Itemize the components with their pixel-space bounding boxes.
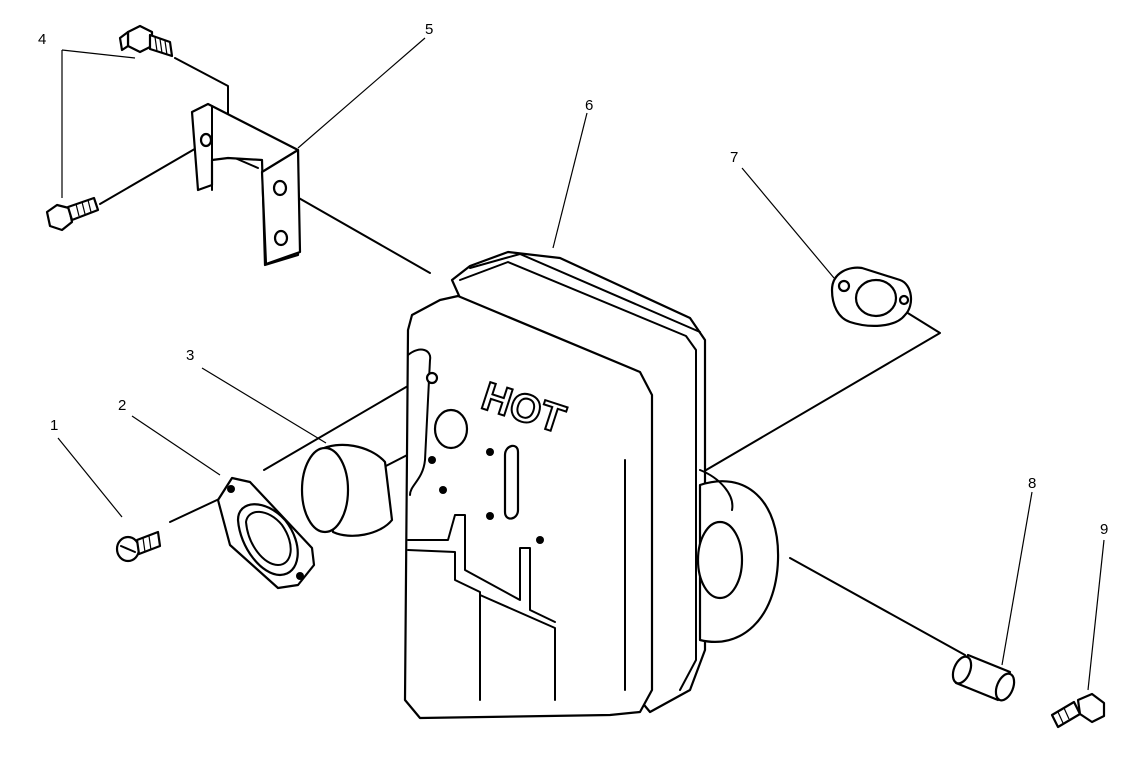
leader-lines — [57, 37, 1105, 691]
callout-5: 5 — [425, 21, 434, 38]
bolt-9 — [1050, 692, 1106, 729]
callout-7: 7 — [730, 149, 739, 166]
screen — [300, 443, 394, 537]
muffler-body: HOT — [403, 250, 780, 720]
spacer — [951, 653, 1016, 702]
lower-bolt — [45, 196, 100, 232]
inlet-flange — [216, 476, 316, 590]
callout-1: 1 — [50, 417, 59, 434]
callout-8: 8 — [1028, 475, 1037, 492]
callout-3: 3 — [186, 347, 195, 364]
callout-4: 4 — [38, 31, 47, 48]
callout-9: 9 — [1100, 521, 1109, 538]
bracket — [190, 102, 302, 267]
callout-2: 2 — [118, 397, 127, 414]
upper-bolt — [118, 24, 174, 58]
screw-1 — [115, 530, 162, 563]
callout-6: 6 — [585, 97, 594, 114]
gasket — [830, 266, 913, 327]
